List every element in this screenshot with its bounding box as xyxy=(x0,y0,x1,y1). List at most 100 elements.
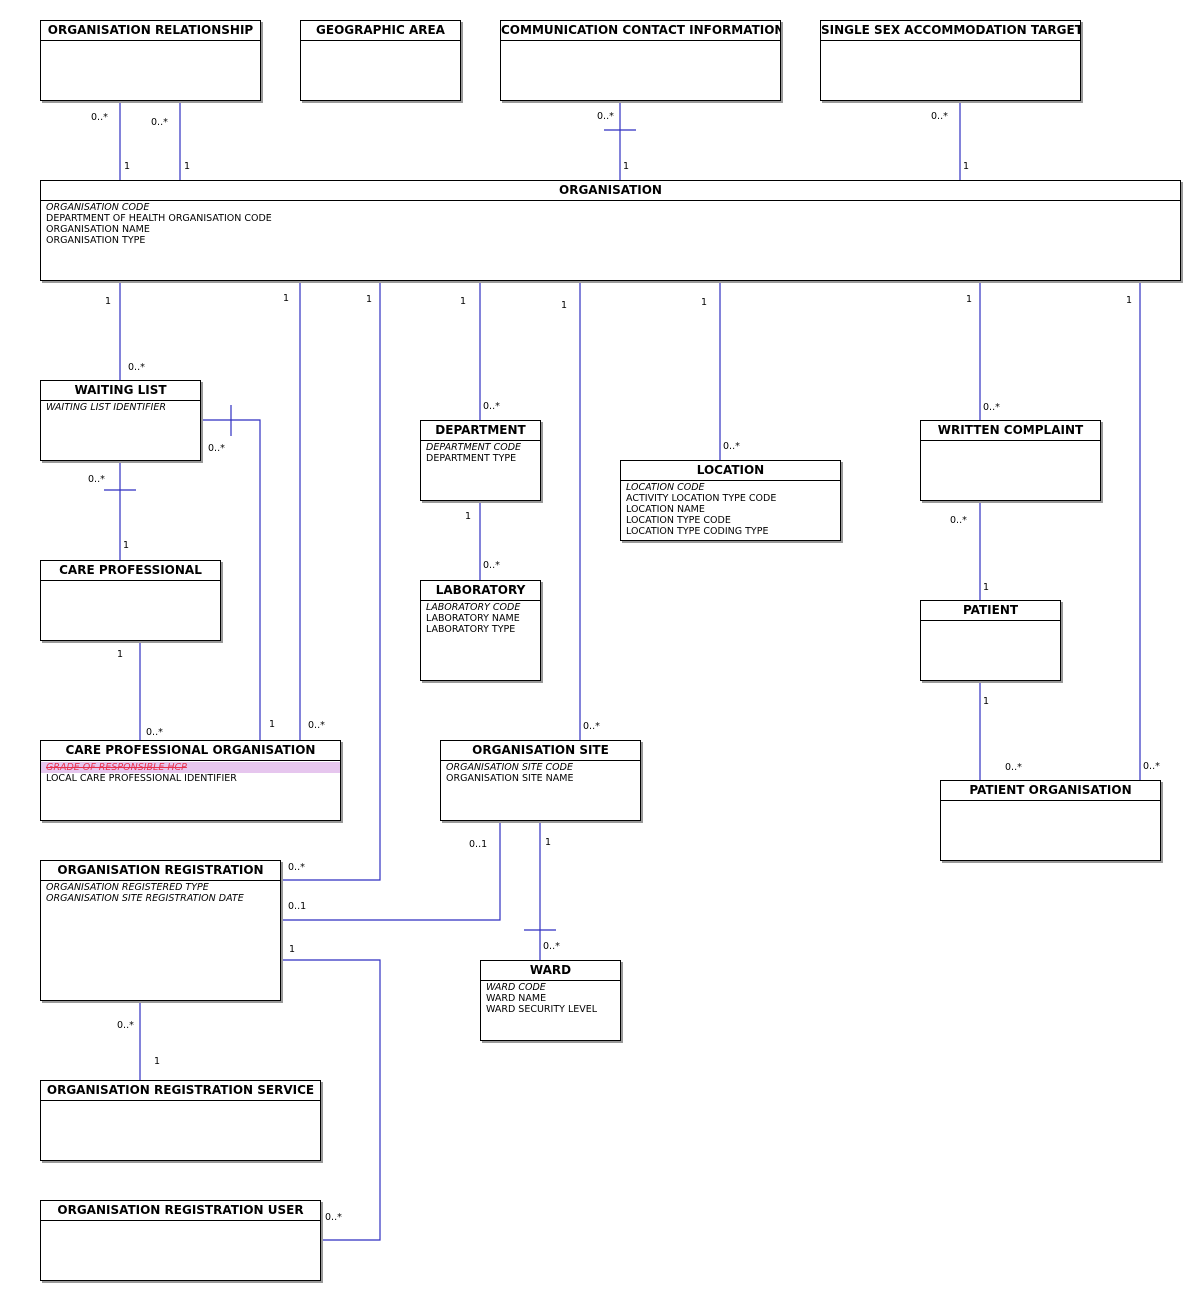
multiplicity-label: 0..* xyxy=(597,111,614,122)
attribute: LOCATION TYPE CODE xyxy=(626,515,731,526)
entity-organisation-site[interactable]: ORGANISATION SITE ORGANISATION SITE CODE… xyxy=(440,740,641,821)
entity-title: SINGLE SEX ACCOMMODATION TARGET xyxy=(821,21,1080,41)
attribute: ACTIVITY LOCATION TYPE CODE xyxy=(626,493,777,504)
multiplicity-label: 1 xyxy=(269,719,276,730)
multiplicity-label: 0..* xyxy=(1005,762,1022,773)
multiplicity-label: 0..* xyxy=(146,727,163,738)
attribute-key: WARD CODE xyxy=(486,982,546,993)
multiplicity-label: 1 xyxy=(460,296,467,307)
attribute-key: LABORATORY CODE xyxy=(426,602,521,613)
multiplicity-label: 1 xyxy=(283,293,290,304)
entity-care-professional-organisation[interactable]: CARE PROFESSIONAL ORGANISATION GRADE OF … xyxy=(40,740,341,821)
multiplicity-label: 0..* xyxy=(325,1212,342,1223)
multiplicity-label: 1 xyxy=(105,296,112,307)
attribute-list: ORGANISATION REGISTERED TYPE ORGANISATIO… xyxy=(41,881,280,904)
multiplicity-label: 1 xyxy=(561,300,568,311)
entity-location[interactable]: LOCATION LOCATION CODE ACTIVITY LOCATION… xyxy=(620,460,841,541)
multiplicity-label: 1 xyxy=(545,837,552,848)
attribute: DEPARTMENT OF HEALTH ORGANISATION CODE xyxy=(46,213,272,224)
entity-organisation-registration-service[interactable]: ORGANISATION REGISTRATION SERVICE xyxy=(40,1080,321,1161)
multiplicity-label: 0..* xyxy=(483,560,500,571)
multiplicity-label: 0..* xyxy=(117,1020,134,1031)
attribute-key: DEPARTMENT CODE xyxy=(426,442,522,453)
entity-ward[interactable]: WARD WARD CODE WARD NAME WARD SECURITY L… xyxy=(480,960,621,1041)
multiplicity-label: 0..* xyxy=(950,515,967,526)
multiplicity-label: 1 xyxy=(623,161,630,172)
entity-laboratory[interactable]: LABORATORY LABORATORY CODE LABORATORY NA… xyxy=(420,580,541,681)
entity-title: PATIENT ORGANISATION xyxy=(941,781,1160,801)
multiplicity-label: 1 xyxy=(983,696,990,707)
attribute-list: LOCATION CODE ACTIVITY LOCATION TYPE COD… xyxy=(621,481,840,537)
entity-care-professional[interactable]: CARE PROFESSIONAL xyxy=(40,560,221,641)
multiplicity-label: 1 xyxy=(289,944,296,955)
entity-organisation[interactable]: ORGANISATION ORGANISATION CODE DEPARTMEN… xyxy=(40,180,1181,281)
entity-organisation-registration-user[interactable]: ORGANISATION REGISTRATION USER xyxy=(40,1200,321,1281)
multiplicity-label: 0..* xyxy=(128,362,145,373)
attribute: DEPARTMENT TYPE xyxy=(426,453,517,464)
entity-written-complaint[interactable]: WRITTEN COMPLAINT xyxy=(920,420,1101,501)
attribute-list: GRADE OF RESPONSIBLE HCP LOCAL CARE PROF… xyxy=(41,761,340,784)
multiplicity-label: 0..* xyxy=(88,474,105,485)
entity-title: ORGANISATION REGISTRATION xyxy=(41,861,280,881)
entity-organisation-relationship[interactable]: ORGANISATION RELATIONSHIP xyxy=(40,20,261,101)
attribute-list: WARD CODE WARD NAME WARD SECURITY LEVEL xyxy=(481,981,620,1015)
attribute-list: DEPARTMENT CODE DEPARTMENT TYPE xyxy=(421,441,540,464)
attribute-key: ORGANISATION REGISTERED TYPE xyxy=(46,882,209,893)
entity-patient-organisation[interactable]: PATIENT ORGANISATION xyxy=(940,780,1161,861)
attribute-list: ORGANISATION SITE CODE ORGANISATION SITE… xyxy=(441,761,640,784)
entity-title: COMMUNICATION CONTACT INFORMATION xyxy=(501,21,780,41)
waiting-list-care-professional-organisation-link xyxy=(201,419,261,741)
multiplicity-label: 1 xyxy=(123,540,130,551)
multiplicity-label: 1 xyxy=(963,161,970,172)
multiplicity-label: 1 xyxy=(154,1056,161,1067)
entity-title: CARE PROFESSIONAL xyxy=(41,561,220,581)
entity-single-sex-accommodation-target[interactable]: SINGLE SEX ACCOMMODATION TARGET xyxy=(820,20,1081,101)
attribute: WARD NAME xyxy=(486,993,547,1004)
multiplicity-label: 0..* xyxy=(583,721,600,732)
entity-title: ORGANISATION REGISTRATION USER xyxy=(41,1201,320,1221)
multiplicity-label: 0..* xyxy=(983,402,1000,413)
multiplicity-label: 0..* xyxy=(1143,761,1160,772)
entity-title: GEOGRAPHIC AREA xyxy=(301,21,460,41)
multiplicity-label: 0..* xyxy=(483,401,500,412)
attribute: LOCATION NAME xyxy=(626,504,705,515)
attribute-list: ORGANISATION CODE DEPARTMENT OF HEALTH O… xyxy=(41,201,1180,246)
attribute: LOCAL CARE PROFESSIONAL IDENTIFIER xyxy=(46,773,237,784)
entity-department[interactable]: DEPARTMENT DEPARTMENT CODE DEPARTMENT TY… xyxy=(420,420,541,501)
multiplicity-label: 0..1 xyxy=(288,901,307,912)
organisation-registration-user-link xyxy=(281,959,381,1241)
multiplicity-label: 0..* xyxy=(208,443,225,454)
multiplicity-label: 0..* xyxy=(543,941,560,952)
multiplicity-label: 0..* xyxy=(91,112,108,123)
attribute-list: WAITING LIST IDENTIFIER xyxy=(41,401,200,413)
entity-title: ORGANISATION SITE xyxy=(441,741,640,761)
entity-organisation-registration[interactable]: ORGANISATION REGISTRATION ORGANISATION R… xyxy=(40,860,281,1001)
multiplicity-label: 1 xyxy=(184,161,191,172)
attribute-key: WAITING LIST IDENTIFIER xyxy=(46,402,166,413)
entity-title: LOCATION xyxy=(621,461,840,481)
attribute-key: LOCATION CODE xyxy=(626,482,705,493)
attribute: LABORATORY NAME xyxy=(426,613,520,624)
attribute-key-deprecated: GRADE OF RESPONSIBLE HCP xyxy=(41,762,340,773)
attribute: LABORATORY TYPE xyxy=(426,624,516,635)
entity-title: ORGANISATION RELATIONSHIP xyxy=(41,21,260,41)
multiplicity-label: 1 xyxy=(366,294,373,305)
multiplicity-label: 1 xyxy=(701,297,708,308)
entity-title: WRITTEN COMPLAINT xyxy=(921,421,1100,441)
entity-title: CARE PROFESSIONAL ORGANISATION xyxy=(41,741,340,761)
attribute: ORGANISATION SITE NAME xyxy=(446,773,574,784)
attribute: ORGANISATION TYPE xyxy=(46,235,146,246)
entity-waiting-list[interactable]: WAITING LIST WAITING LIST IDENTIFIER xyxy=(40,380,201,461)
multiplicity-label: 0..* xyxy=(931,111,948,122)
multiplicity-label: 1 xyxy=(983,582,990,593)
multiplicity-label: 1 xyxy=(966,294,973,305)
entity-title: DEPARTMENT xyxy=(421,421,540,441)
entity-communication-contact-information[interactable]: COMMUNICATION CONTACT INFORMATION xyxy=(500,20,781,101)
attribute: WARD SECURITY LEVEL xyxy=(486,1004,598,1015)
multiplicity-label: 1 xyxy=(124,161,131,172)
multiplicity-label: 0..* xyxy=(288,862,305,873)
entity-title: LABORATORY xyxy=(421,581,540,601)
entity-patient[interactable]: PATIENT xyxy=(920,600,1061,681)
entity-geographic-area[interactable]: GEOGRAPHIC AREA xyxy=(300,20,461,101)
